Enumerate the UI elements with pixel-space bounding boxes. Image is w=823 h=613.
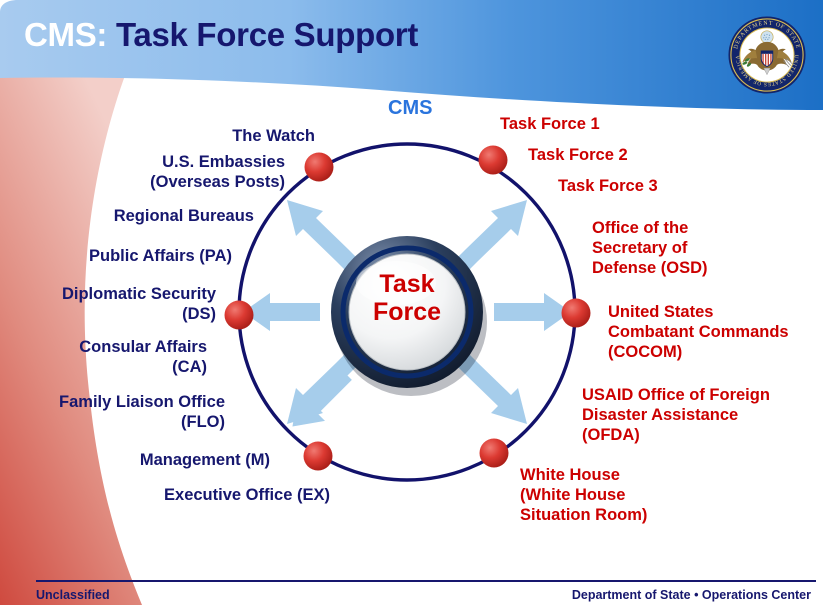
label-regional-bureaus: Regional Bureaus: [113, 207, 254, 225]
orbit-node-ne: [478, 145, 508, 175]
arrow-northeast: [452, 200, 527, 274]
label-combatant-commands: United States Combatant Commands (COCOM): [608, 303, 789, 362]
label-task-force-1: Task Force 1: [500, 115, 600, 133]
hub-label-line2: Force: [372, 298, 442, 326]
department-of-state-seal-icon: DEPARTMENT OF STATE UNITED STATES OF AME…: [728, 16, 806, 94]
label-white-house: White House (White House Situation Room): [520, 466, 648, 525]
label-management: Management (M): [139, 451, 270, 469]
red-swoosh-shape: [0, 62, 142, 605]
orbit-node-sw: [303, 441, 333, 471]
arrow-southwest: [287, 350, 362, 424]
label-office-secretary-defense: Office of the Secretary of Defense (OSD): [592, 219, 708, 278]
label-task-force-3: Task Force 3: [558, 177, 658, 195]
label-consular-affairs: Consular Affairs (CA): [79, 338, 207, 377]
page-title: CMS: Task Force Support: [24, 16, 418, 54]
label-the-watch: The Watch: [232, 127, 315, 145]
label-family-liaison-office: Family Liaison Office (FLO): [59, 393, 225, 432]
footer-attribution: Department of State • Operations Center: [571, 588, 811, 602]
orbit-node-se: [479, 438, 509, 468]
footer-divider: [36, 580, 816, 582]
arrow-northwest-shape: [287, 200, 362, 274]
orbit-node-nw: [304, 152, 334, 182]
page-title-secondary: Task Force Support: [116, 16, 419, 53]
radiating-arrows: [243, 200, 571, 427]
label-public-affairs: Public Affairs (PA): [88, 247, 232, 265]
footer-classification: Unclassified: [36, 588, 110, 602]
arrow-southeast: [452, 350, 527, 424]
label-us-embassies: U.S. Embassies (Overseas Posts): [150, 153, 285, 192]
orbit-nodes: [224, 145, 591, 471]
arrow-east: [494, 293, 571, 331]
hub-label: Task Force: [344, 270, 470, 326]
arrow-west: [243, 293, 320, 331]
page-title-primary: CMS:: [24, 16, 108, 53]
orbit-node-w: [224, 300, 254, 330]
hub-label-line1: Task: [379, 270, 435, 298]
orbit-node-e: [561, 298, 591, 328]
cms-cluster-label: CMS: [388, 97, 433, 119]
header-blue-swoosh: [0, 0, 823, 110]
label-diplomatic-security: Diplomatic Security (DS): [61, 285, 216, 324]
task-force-hub: [331, 236, 487, 396]
label-task-force-2: Task Force 2: [528, 146, 628, 164]
label-usaid-ofda: USAID Office of Foreign Disaster Assista…: [582, 386, 770, 445]
label-executive-office: Executive Office (EX): [164, 486, 330, 504]
